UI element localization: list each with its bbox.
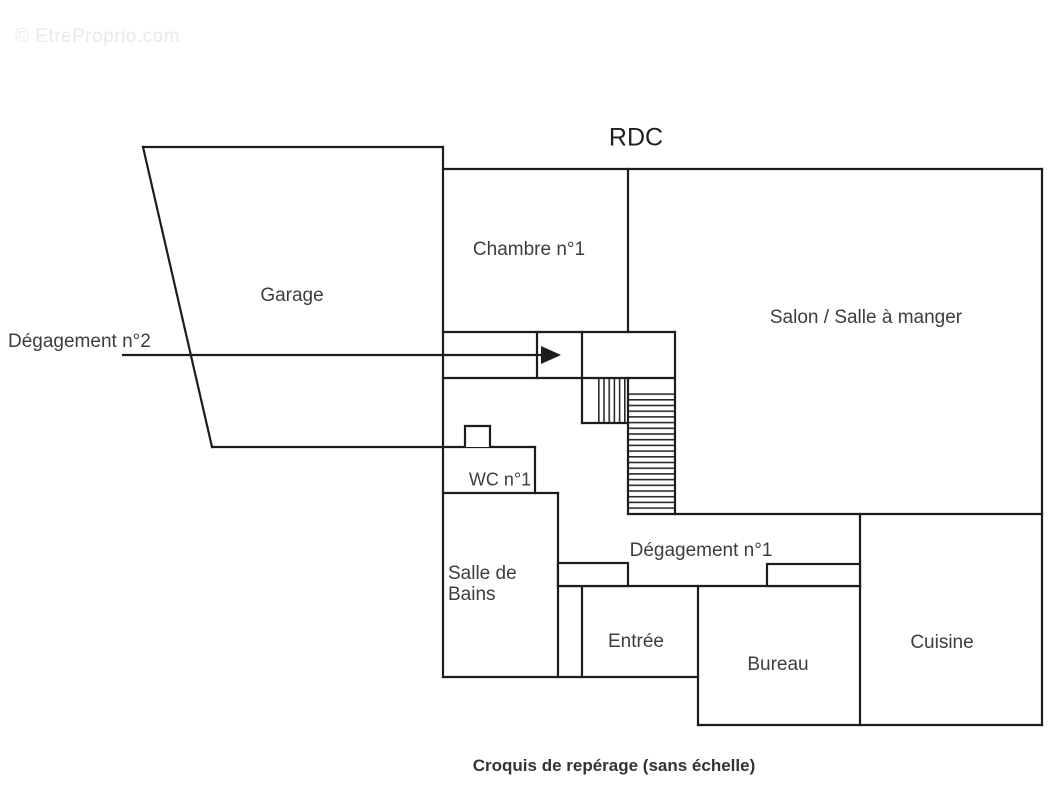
plan-caption: Croquis de repérage (sans échelle) — [472, 756, 756, 775]
wall-garage-slanted-left — [141, 145, 214, 449]
room-label-salle-de-bains-line1: Salle de — [448, 563, 517, 584]
room-label-salle-de-bains-line2: Bains — [448, 584, 496, 605]
watermark: © EtreProprio.com — [15, 26, 181, 47]
doorway-threshold-right — [765, 562, 862, 588]
wc-duct-nub — [463, 424, 492, 447]
stairs-upper-flight — [597, 379, 627, 422]
room-label-bureau: Bureau — [747, 654, 809, 676]
room-label-degagement-1: Dégagement n°1 — [629, 540, 773, 562]
room-label-degagement-2: Dégagement n°2 — [8, 331, 151, 353]
room-label-chambre-1: Chambre n°1 — [472, 239, 586, 261]
room-label-wc-1: WC n°1 — [468, 469, 532, 490]
degagement2-arrowhead-icon — [541, 346, 561, 364]
doorway-threshold-left — [556, 561, 630, 588]
room-label-cuisine: Cuisine — [910, 632, 974, 654]
floor-title: RDC — [608, 123, 664, 152]
room-label-garage: Garage — [260, 285, 324, 307]
stairs-main-flight — [629, 392, 674, 513]
room-label-salle-de-bains: Salle de Bains — [448, 563, 538, 605]
room-label-salon-salle-a-manger: Salon / Salle à manger — [769, 307, 963, 329]
room-label-entree: Entrée — [608, 631, 664, 653]
